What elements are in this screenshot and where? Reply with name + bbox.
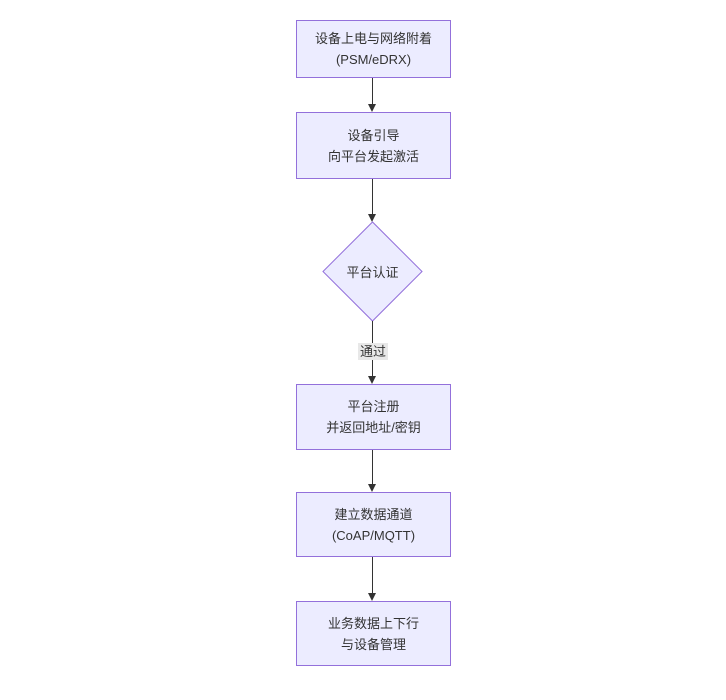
edge-label-pass: 通过 [357, 343, 389, 360]
node-bootstrap-line2: 向平台发起激活 [327, 148, 419, 164]
arrowhead-down-icon [368, 104, 376, 112]
node-business-line2: 与设备管理 [340, 636, 406, 652]
edge-channel-to-business [372, 557, 373, 594]
node-auth-label: 平台认证 [346, 265, 399, 280]
arrowhead-down-icon [368, 484, 376, 492]
arrowhead-down-icon [368, 376, 376, 384]
node-business-line1: 业务数据上下行 [327, 615, 419, 631]
node-channel-line2: (CoAP/MQTT) [331, 527, 416, 543]
edge-register-to-channel [372, 450, 373, 485]
node-power-attach-line2: (PSM/eDRX) [335, 52, 412, 67]
node-power-attach: 设备上电与网络附着 (PSM/eDRX) [296, 20, 451, 78]
node-register-line2: 并返回地址/密钥 [326, 420, 421, 435]
node-bootstrap-line1: 设备引导 [347, 127, 400, 143]
node-business: 业务数据上下行 与设备管理 [296, 601, 451, 666]
node-channel: 建立数据通道 (CoAP/MQTT) [296, 492, 451, 557]
arrowhead-down-icon [368, 593, 376, 601]
node-power-attach-line1: 设备上电与网络附着 [314, 31, 432, 46]
node-register: 平台注册 并返回地址/密钥 [296, 384, 451, 450]
node-channel-line1: 建立数据通道 [334, 506, 413, 522]
edge-power-to-bootstrap [372, 78, 373, 105]
node-auth-decision: 平台认证 [322, 221, 423, 322]
node-bootstrap: 设备引导 向平台发起激活 [296, 112, 451, 179]
edge-bootstrap-to-auth [372, 179, 373, 215]
node-register-line1: 平台注册 [347, 399, 400, 414]
arrowhead-down-icon [368, 214, 376, 222]
